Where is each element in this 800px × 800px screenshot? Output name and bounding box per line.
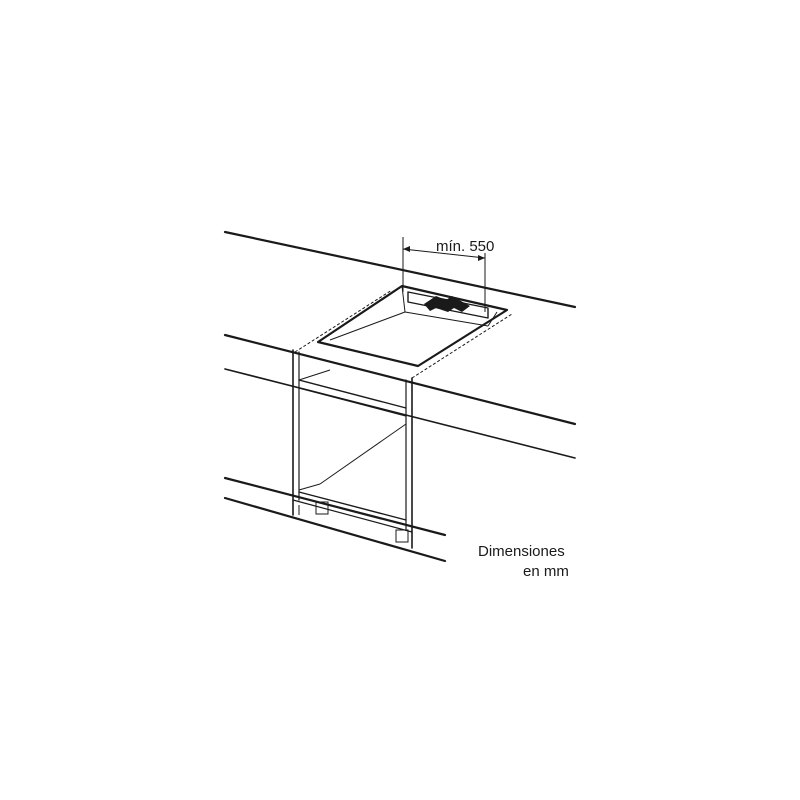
units-note-line1: Dimensiones (478, 543, 565, 560)
cabinet (292, 349, 413, 549)
dimension-arrow-left-icon (403, 246, 410, 252)
plinth-top-edge (223, 476, 447, 537)
worktop-back-edge (223, 230, 577, 309)
dimension-arrow-right-icon (478, 255, 485, 261)
cutout-inner-back-floor (404, 311, 489, 327)
cutout-inner-right-corner (487, 311, 498, 327)
worktop-front-bottom-edge (224, 368, 576, 459)
cutout-inner-left-floor (329, 311, 406, 341)
dashed-guide-left (294, 289, 393, 353)
dimension-label: mín. 550 (436, 238, 494, 255)
plinth-bottom-edge (223, 496, 447, 563)
worktop-front-top-edge (223, 333, 577, 426)
units-note-line2: en mm (523, 563, 569, 580)
cooktop-cutout (316, 284, 509, 368)
ventilation-arrow-icon (424, 296, 470, 312)
dashed-guide-right (411, 313, 513, 379)
dimension-line (402, 248, 486, 259)
